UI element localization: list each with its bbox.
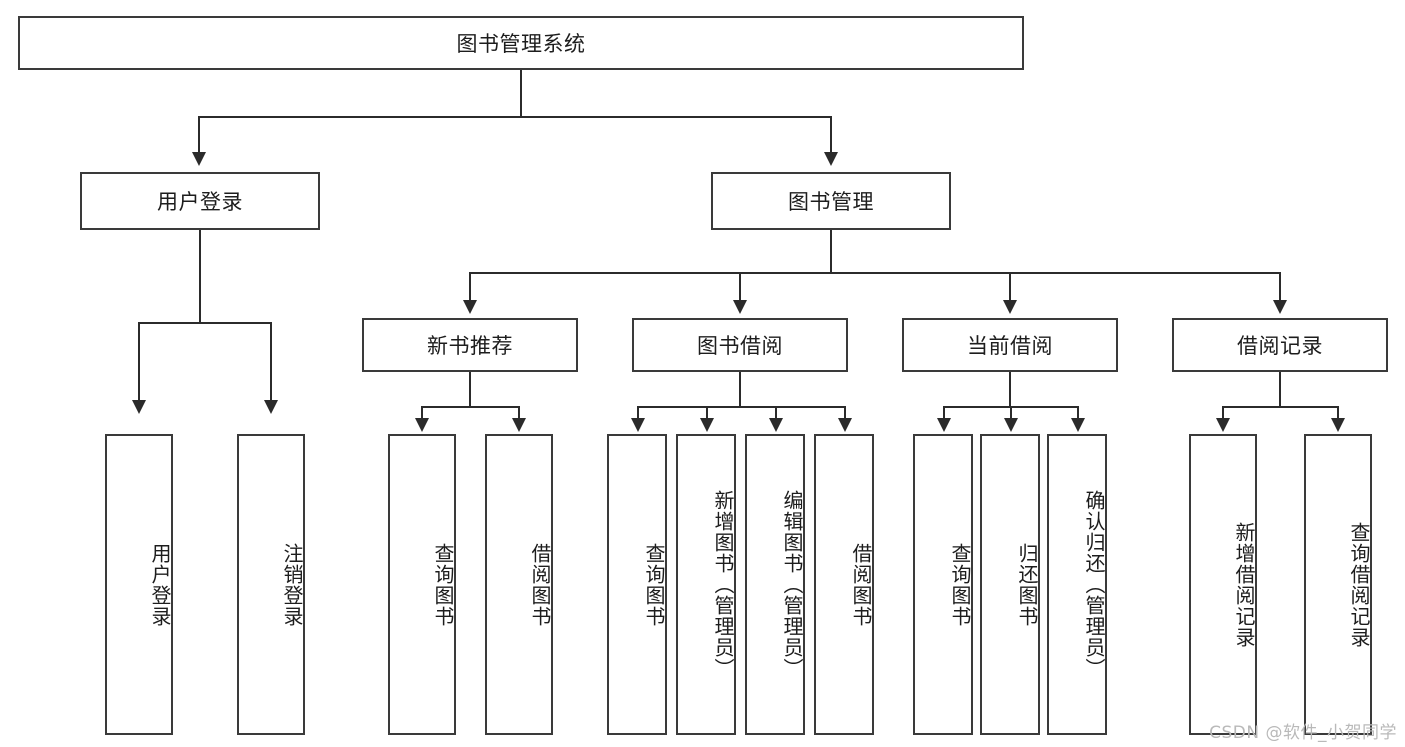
node-leaf-borrow-query-book-label: 查询图书 (642, 542, 666, 627)
node-leaf-cur-query-book[interactable]: 查询图书 (913, 434, 973, 735)
edge-current-borrow-stem (1009, 372, 1011, 406)
node-leaf-borrow-book-label: 借阅图书 (849, 542, 873, 627)
node-leaf-cur-query-book-label: 查询图书 (948, 542, 972, 627)
node-leaf-edit-book-admin-label: 编辑图书（管理员） (780, 490, 804, 679)
node-current-borrow[interactable]: 当前借阅 (902, 318, 1118, 372)
arrow-nbr-to-leaf2 (512, 418, 526, 432)
edge-root-stem (520, 70, 522, 116)
node-leaf-return-book[interactable]: 归还图书 (980, 434, 1040, 735)
arrow-root-to-book-manage (824, 152, 838, 166)
node-leaf-user-login-label: 用户登录 (148, 542, 172, 627)
edge-user-login-to-leaf2 (270, 322, 272, 404)
edge-br-to-leaf2 (1337, 406, 1339, 422)
arrow-bm-to-book-borrow (733, 300, 747, 314)
edge-nbr-to-leaf1 (421, 406, 423, 422)
arrow-bm-to-new-book-rec (463, 300, 477, 314)
node-book-manage[interactable]: 图书管理 (711, 172, 951, 230)
edge-root-to-book-manage (830, 116, 832, 156)
node-leaf-add-book-admin[interactable]: 新增图书（管理员） (676, 434, 736, 735)
node-leaf-rec-query-book[interactable]: 查询图书 (388, 434, 456, 735)
edge-user-login-bus (138, 322, 270, 324)
arrow-bm-to-current-borrow (1003, 300, 1017, 314)
arrow-bm-to-borrow-record (1273, 300, 1287, 314)
arrow-user-login-to-leaf1 (132, 400, 146, 414)
edge-bm-to-book-borrow (739, 272, 741, 304)
node-leaf-rec-borrow-book[interactable]: 借阅图书 (485, 434, 553, 735)
node-leaf-confirm-return-admin[interactable]: 确认归还（管理员） (1047, 434, 1107, 735)
node-leaf-add-book-admin-label: 新增图书（管理员） (711, 490, 735, 679)
arrow-cb-to-leaf2 (1004, 418, 1018, 432)
node-new-book-rec[interactable]: 新书推荐 (362, 318, 578, 372)
arrow-bb-to-leaf2 (700, 418, 714, 432)
arrow-cb-to-leaf1 (937, 418, 951, 432)
edge-user-login-to-leaf1 (138, 322, 140, 404)
node-leaf-rec-query-book-label: 查询图书 (431, 542, 455, 627)
edge-bb-to-leaf1 (637, 406, 639, 422)
node-leaf-user-login[interactable]: 用户登录 (105, 434, 173, 735)
node-root[interactable]: 图书管理系统 (18, 16, 1024, 70)
edge-nbr-to-leaf2 (518, 406, 520, 422)
node-leaf-edit-book-admin[interactable]: 编辑图书（管理员） (745, 434, 805, 735)
node-leaf-logout-login[interactable]: 注销登录 (237, 434, 305, 735)
edge-root-to-user-login (198, 116, 200, 156)
edge-borrow-record-bus (1222, 406, 1338, 408)
arrow-bb-to-leaf3 (769, 418, 783, 432)
edge-new-book-rec-bus (421, 406, 519, 408)
arrow-br-to-leaf1 (1216, 418, 1230, 432)
node-leaf-borrow-query-book[interactable]: 查询图书 (607, 434, 667, 735)
edge-bb-to-leaf3 (775, 406, 777, 422)
arrow-nbr-to-leaf1 (415, 418, 429, 432)
watermark-text: CSDN @软件_小贺同学 (1209, 723, 1397, 743)
edge-br-to-leaf1 (1222, 406, 1224, 422)
edge-bm-to-new-book-rec (469, 272, 471, 304)
edge-borrow-record-stem (1279, 372, 1281, 406)
edge-new-book-rec-stem (469, 372, 471, 406)
arrow-root-to-user-login (192, 152, 206, 166)
node-current-borrow-label: 当前借阅 (967, 334, 1053, 358)
edge-cb-to-leaf1 (943, 406, 945, 422)
node-new-book-rec-label: 新书推荐 (427, 334, 513, 358)
arrow-user-login-to-leaf2 (264, 400, 278, 414)
edge-book-borrow-bus (637, 406, 845, 408)
arrow-cb-to-leaf3 (1071, 418, 1085, 432)
node-book-borrow-label: 图书借阅 (697, 334, 783, 358)
edge-bb-to-leaf4 (844, 406, 846, 422)
node-borrow-record[interactable]: 借阅记录 (1172, 318, 1388, 372)
node-leaf-add-borrow-record[interactable]: 新增借阅记录 (1189, 434, 1257, 735)
node-leaf-query-borrow-record-label: 查询借阅记录 (1347, 521, 1371, 648)
node-user-login-label: 用户登录 (157, 190, 243, 214)
node-leaf-query-borrow-record[interactable]: 查询借阅记录 (1304, 434, 1372, 735)
node-leaf-rec-borrow-book-label: 借阅图书 (528, 542, 552, 627)
node-book-borrow[interactable]: 图书借阅 (632, 318, 848, 372)
edge-cb-to-leaf3 (1077, 406, 1079, 422)
edge-book-borrow-stem (739, 372, 741, 406)
node-borrow-record-label: 借阅记录 (1237, 334, 1323, 358)
arrow-bb-to-leaf4 (838, 418, 852, 432)
edge-book-manage-bus (469, 272, 1281, 274)
node-leaf-logout-login-label: 注销登录 (280, 542, 304, 627)
node-leaf-confirm-return-admin-label: 确认归还（管理员） (1082, 490, 1106, 679)
edge-bm-to-current-borrow (1009, 272, 1011, 304)
node-user-login[interactable]: 用户登录 (80, 172, 320, 230)
node-leaf-add-borrow-record-label: 新增借阅记录 (1232, 521, 1256, 648)
edge-bm-to-borrow-record (1279, 272, 1281, 304)
edge-user-login-stem (199, 230, 201, 322)
node-leaf-return-book-label: 归还图书 (1015, 542, 1039, 627)
arrow-bb-to-leaf1 (631, 418, 645, 432)
arrow-br-to-leaf2 (1331, 418, 1345, 432)
edge-bb-to-leaf2 (706, 406, 708, 422)
node-leaf-borrow-book[interactable]: 借阅图书 (814, 434, 874, 735)
edge-cb-to-leaf2 (1010, 406, 1012, 422)
node-book-manage-label: 图书管理 (788, 190, 874, 214)
node-root-label: 图书管理系统 (456, 32, 586, 56)
edge-book-manage-stem (830, 230, 832, 272)
edge-root-bus (198, 116, 832, 118)
